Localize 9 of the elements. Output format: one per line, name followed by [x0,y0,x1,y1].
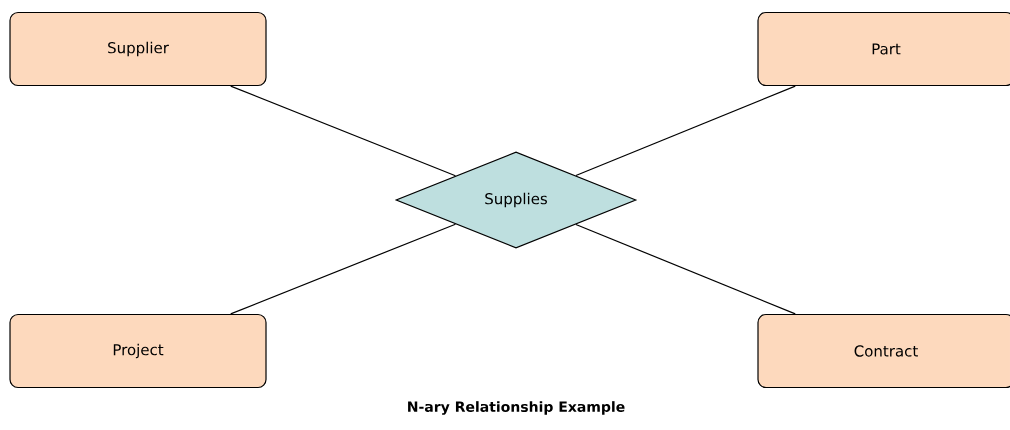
entity-box: Project [9,313,267,389]
entity-box: Supplier [9,11,267,87]
connector-line [230,223,457,315]
entity-box: Part [757,11,1010,87]
connector-line [575,85,796,177]
connector-line [230,85,457,177]
connector-line [575,223,796,315]
entity-box: Contract [757,313,1010,389]
caption: N-ary Relationship Example [408,401,625,415]
